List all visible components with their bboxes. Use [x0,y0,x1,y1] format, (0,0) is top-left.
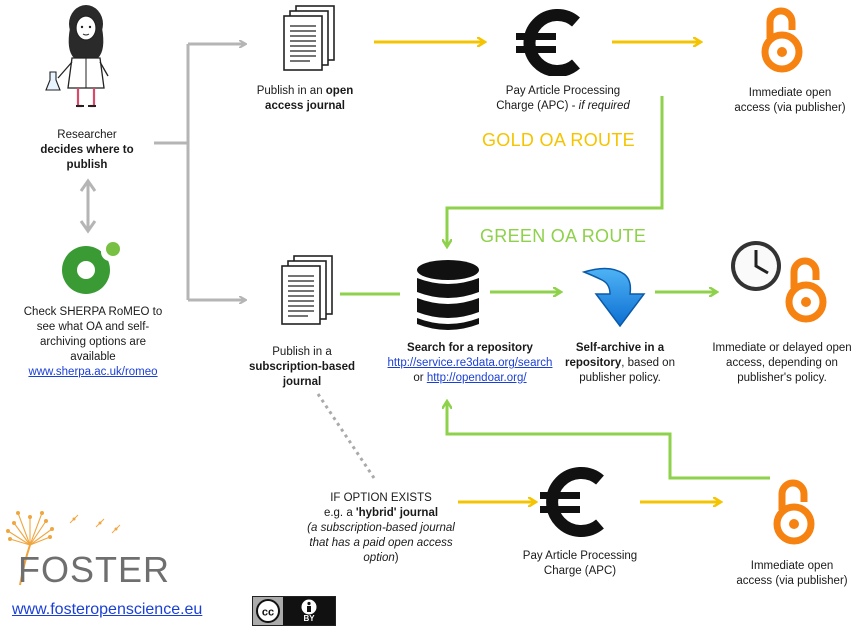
green-line-bottom [447,402,770,480]
cc-by-icon: cc BY [252,596,336,626]
open-access-lock-icon [773,479,815,545]
gold-route-label: GOLD OA ROUTE [482,130,635,150]
euro-icon [516,9,580,76]
oa-journal-label: Publish in an open access journal [256,85,354,112]
repository-label: Search for a repository http://service.r… [387,342,553,384]
database-icon [417,260,479,330]
open-access-lock-icon [761,7,803,73]
euro-icon [540,467,604,537]
foster-logo-text: FOSTER [18,549,171,590]
blue-down-arrow-icon [581,267,646,328]
svg-text:cc: cc [262,607,274,619]
researcher-label: Researcher decides where to publish [40,129,134,171]
sherpa-romeo-logo-icon [62,242,120,294]
open-access-lock-icon [785,257,827,323]
dotted-line [316,393,376,479]
document-stack-icon [281,255,333,325]
dandelion-icon [6,511,121,586]
re3data-link[interactable]: http://service.re3data.org/search [387,357,553,369]
immediate-gold-label: Immediate open access (via publisher) [734,87,846,114]
sherpa-label: Check SHERPA RoMEO to see what OA and se… [23,306,163,378]
green-route-label: GREEN OA ROUTE [480,226,647,246]
apc-gold-label: Pay Article Processing Charge (APC) - if… [496,85,630,112]
self-archive-label: Self-archive in a repository, based on p… [565,342,675,384]
document-stack-icon [283,5,335,71]
delayed-oa-label: Immediate or delayed open access, depend… [712,342,852,384]
opendoar-link[interactable]: http://opendoar.org/ [426,372,527,384]
foster-url-link[interactable]: www.fosteropenscience.eu [12,601,203,618]
sub-journal-label: Publish in a subscription-based journal [248,346,356,388]
immediate-hybrid-label: Immediate open access (via publisher) [736,560,848,587]
researcher-figure-icon [45,5,109,108]
branch-line [154,44,190,300]
apc-hybrid-label: Pay Article Processing Charge (APC) [522,550,638,577]
cc-by-label: BY [303,614,315,623]
hybrid-option-label: IF OPTION EXISTS e.g. a 'hybrid' journal… [307,492,455,564]
sherpa-link[interactable]: www.sherpa.ac.uk/romeo [28,366,158,378]
clock-icon [731,241,781,291]
green-line-top [447,96,664,246]
